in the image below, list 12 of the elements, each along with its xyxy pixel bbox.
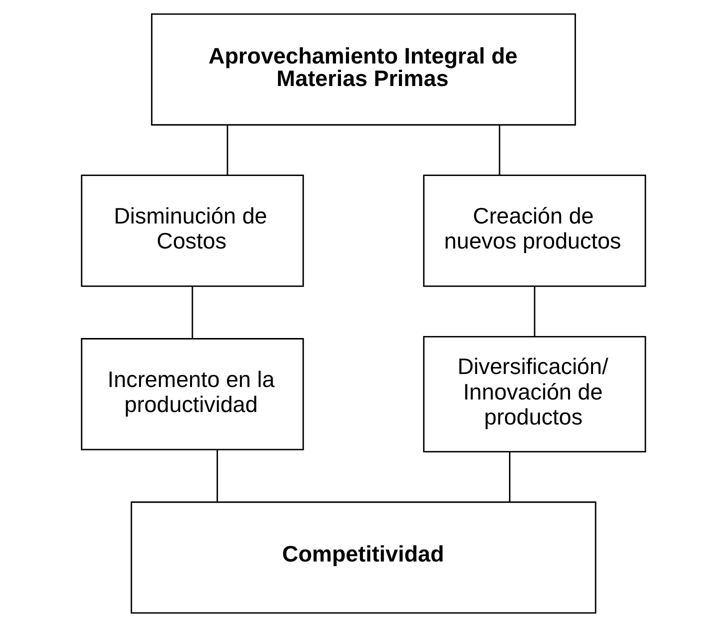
connector — [216, 450, 218, 502]
connector — [498, 124, 500, 176]
connector — [226, 124, 228, 176]
connector — [533, 286, 535, 336]
node-box: Incremento en la productividad — [80, 338, 304, 450]
node-box: Competitividad — [130, 501, 596, 614]
node-box: Disminución de Costos — [80, 174, 304, 287]
node-box: Creación de nuevos productos — [422, 174, 646, 287]
connector — [508, 452, 510, 502]
node-box: Diversificación/ Innovación de productos — [422, 336, 646, 452]
connector — [191, 286, 193, 339]
node-box: Aprovechamiento Integral de Materias Primas — [150, 13, 576, 126]
